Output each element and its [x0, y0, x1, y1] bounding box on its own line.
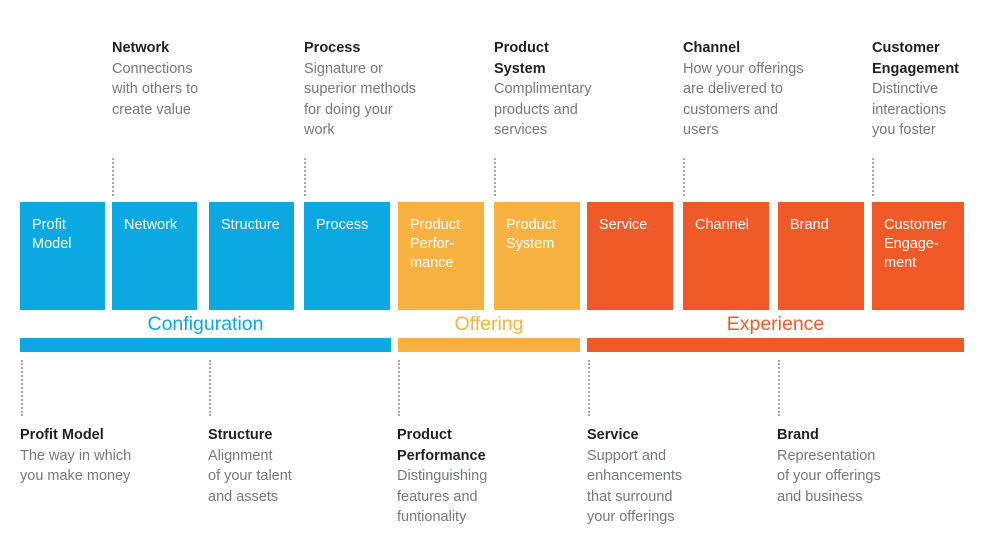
connector-line-bottom-service: [588, 360, 590, 416]
category-label-experience: Experience: [726, 313, 825, 335]
innovation-box-process[interactable]: Process: [304, 202, 390, 310]
innovation-box-label: Structure: [221, 217, 280, 233]
bottom-callout-title: Profit Model: [20, 427, 104, 443]
innovation-box-structure[interactable]: Structure: [209, 202, 294, 310]
innovation-box-service[interactable]: Service: [587, 202, 673, 310]
connector-line-bottom-profit-model: [21, 360, 23, 416]
top-callout-title: Network: [112, 40, 170, 56]
bottom-callout-title: Brand: [777, 427, 819, 443]
connector-line-top-network: [112, 158, 114, 196]
connector-line-top-customer-engagement: [872, 158, 874, 196]
category-bar-configuration: [20, 338, 391, 352]
innovation-box-label: Network: [124, 217, 178, 233]
innovation-box-brand[interactable]: Brand: [778, 202, 864, 310]
connector-line-bottom-brand: [778, 360, 780, 416]
bottom-callout-title: Service: [587, 427, 639, 443]
top-callout-title: Process: [304, 40, 361, 56]
connector-line-bottom-structure: [209, 360, 211, 416]
category-bar-experience: [587, 338, 964, 352]
connector-line-top-product-system: [494, 158, 496, 196]
innovation-box-network[interactable]: Network: [112, 202, 197, 310]
category-label-configuration: Configuration: [147, 313, 264, 335]
connector-line-top-channel: [683, 158, 685, 196]
category-label-offering: Offering: [454, 313, 524, 335]
connector-line-top-process: [304, 158, 306, 196]
innovation-box-label: Process: [316, 217, 369, 233]
top-callout-title: Channel: [683, 40, 741, 56]
connector-line-bottom-product-performance: [398, 360, 400, 416]
innovation-box-label: Service: [599, 217, 648, 233]
innovation-box-channel[interactable]: Channel: [683, 202, 769, 310]
innovation-box-label: Brand: [790, 217, 829, 233]
bottom-callout-title: Structure: [208, 427, 273, 443]
category-bar-offering: [398, 338, 580, 352]
innovation-box-label: Channel: [695, 217, 750, 233]
